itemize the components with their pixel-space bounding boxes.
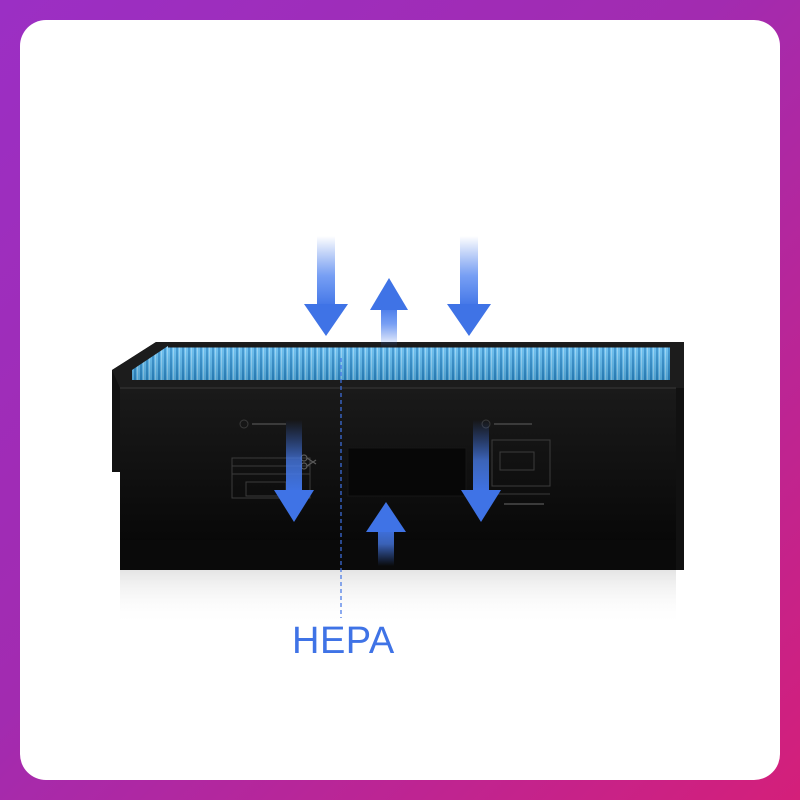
product-card: HEPA xyxy=(20,20,780,780)
hepa-filter-illustration xyxy=(112,236,684,625)
hepa-label: HEPA xyxy=(292,620,395,662)
instruction-sketch-right xyxy=(481,419,551,505)
center-label-panel xyxy=(347,447,467,497)
airflow-arrow-down-front-right xyxy=(461,420,501,522)
airflow-arrow-down-left xyxy=(304,236,348,336)
airflow-arrow-down-front-left xyxy=(274,420,314,522)
hepa-media xyxy=(132,344,670,380)
airflow-arrow-up-center xyxy=(370,278,408,348)
airflow-arrow-down-right xyxy=(447,236,491,336)
airflow-arrow-up-front-center xyxy=(366,502,406,566)
floor-reflection xyxy=(120,565,676,625)
